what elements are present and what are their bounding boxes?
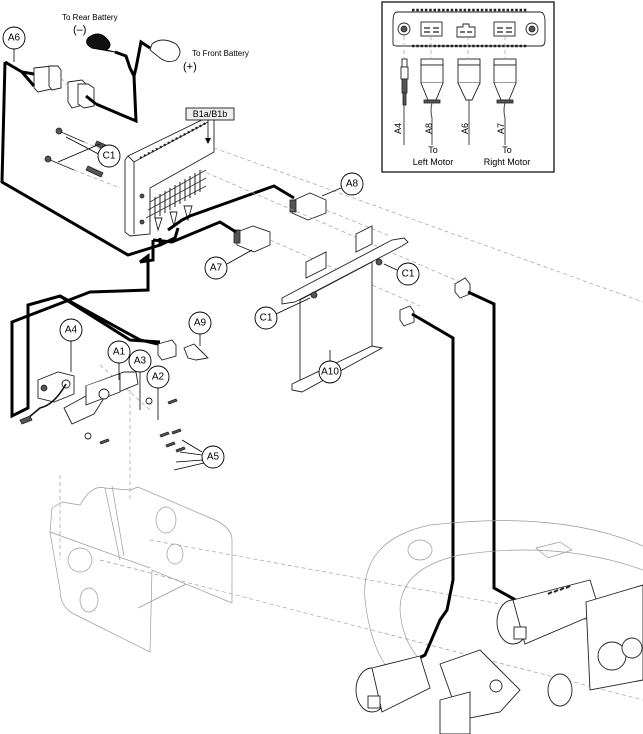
callout-c1-bracket-right: C1: [383, 262, 420, 286]
svg-text:A5: A5: [207, 452, 220, 463]
callout-a10: A10: [318, 350, 342, 384]
right-motor-to-label: To: [502, 145, 512, 155]
screws-a5: [84, 397, 186, 453]
callout-a2: A2: [146, 365, 170, 420]
callout-a4: A4: [59, 318, 83, 372]
callout-a5: A5: [173, 439, 225, 471]
motor-connector-left: [399, 305, 455, 667]
controller-vent-fins: [139, 122, 207, 222]
socket-right-motor: [493, 21, 516, 37]
svg-text:A6: A6: [8, 33, 21, 44]
left-motor: [355, 649, 573, 734]
callout-a1: A1: [107, 340, 131, 380]
battery-leads: To Rear Battery (–) To Front Battery (+): [62, 13, 249, 124]
motor-connector-right: [454, 277, 531, 610]
svg-text:A8: A8: [346, 179, 359, 190]
controller-id-box: [185, 107, 235, 121]
svg-text:A1: A1: [113, 347, 126, 358]
alignment-lines: [59, 147, 643, 701]
plug-a8-inset: [420, 58, 444, 145]
bracket-a10: [281, 225, 409, 393]
callout-a7: A7: [204, 249, 253, 280]
chassis-bracket: [49, 485, 233, 653]
chassis-frame-and-motors: [355, 520, 643, 734]
callout-a6: A6: [2, 26, 26, 62]
inset-label-a6: A6: [460, 123, 470, 134]
svg-text:C1: C1: [402, 269, 415, 280]
battery-connector-pair: [4, 60, 97, 109]
callout-c1-bracket-left: C1: [254, 297, 311, 330]
terminal-a9: [59, 294, 209, 361]
callout-c1-controller: C1: [97, 144, 121, 168]
callout-a3: A3: [128, 349, 152, 410]
inset-label-a4: A4: [393, 123, 403, 134]
svg-text:C1: C1: [103, 151, 116, 162]
controller-module: B1a/B1b: [124, 107, 235, 237]
rear-battery-polarity: (–): [73, 24, 86, 36]
svg-text:C1: C1: [260, 313, 273, 324]
inset-label-a8: A8: [424, 123, 434, 134]
left-motor-to-label: To: [428, 145, 438, 155]
callout-a8: A8: [321, 172, 364, 197]
svg-text:A4: A4: [65, 325, 78, 336]
rear-battery-terminal: [86, 33, 116, 53]
inset-label-a7: A7: [496, 123, 506, 134]
svg-text:A7: A7: [210, 263, 223, 274]
plug-a7-inset: [493, 58, 517, 145]
rear-battery-label: To Rear Battery: [62, 13, 118, 22]
controller-id-label: B1a/B1b: [193, 109, 228, 119]
svg-text:A9: A9: [194, 318, 207, 329]
controller-connector-inset: A4 A8 A6 A7 To Left Motor To Right Motor: [381, 1, 555, 173]
main-harness-wire: [0, 61, 180, 419]
svg-text:A3: A3: [134, 356, 147, 367]
plug-a4-inset: [400, 58, 409, 145]
front-battery-terminal: [149, 39, 181, 63]
mounting-plate-a1: [63, 371, 139, 425]
callout-a9: A9: [188, 311, 212, 346]
right-motor-label: Right Motor: [484, 157, 531, 167]
plug-a8: [167, 184, 327, 232]
front-battery-polarity: (+): [183, 61, 197, 73]
socket-left-motor: [420, 21, 443, 37]
plug-a7: [152, 220, 271, 253]
socket-a4: [19, 371, 75, 425]
left-motor-label: Left Motor: [413, 157, 454, 167]
svg-text:A10: A10: [321, 367, 339, 378]
right-motor: [496, 579, 643, 691]
socket-harness: [456, 23, 476, 38]
plug-a6-inset: [457, 58, 481, 145]
front-battery-label: To Front Battery: [192, 49, 249, 58]
svg-text:A2: A2: [152, 372, 165, 383]
